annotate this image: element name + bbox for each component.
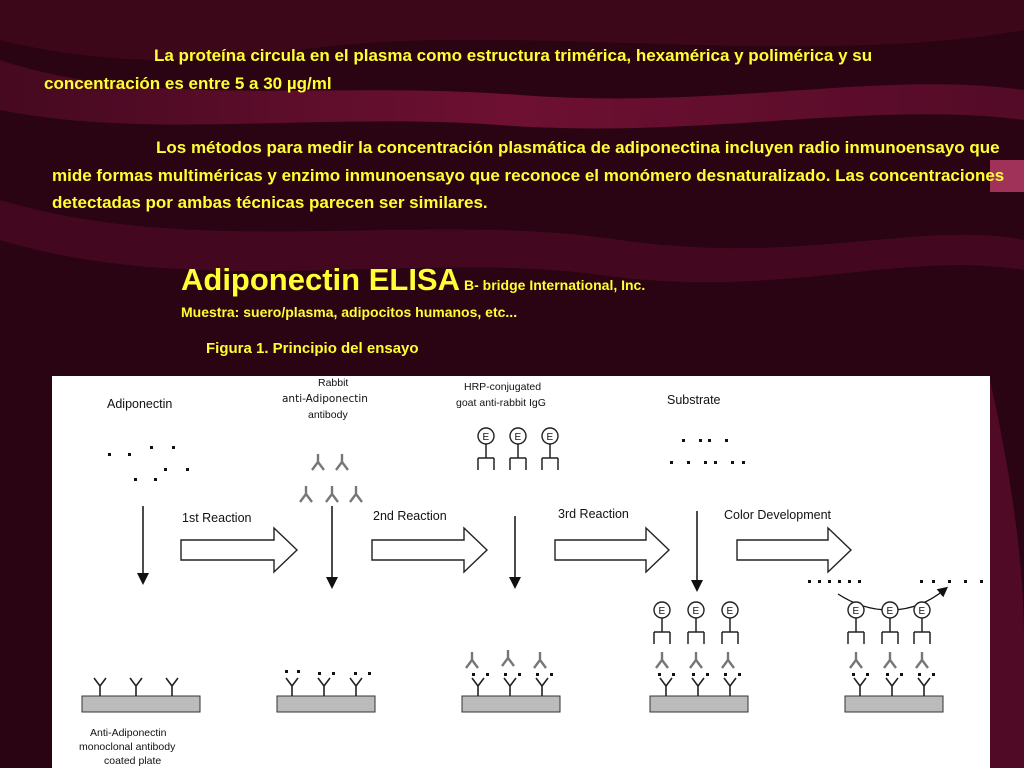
background-wave-mid (0, 200, 1024, 283)
reaction-1-label: 1st Reaction (182, 511, 252, 525)
label-rabbit-line2: anti-Adiponectin (282, 393, 368, 405)
substrate-dots (670, 439, 745, 464)
elisa-vendor: B- bridge International, Inc. (464, 277, 646, 293)
color-development-dots (808, 580, 983, 583)
label-rabbit-line1: Rabbit (318, 377, 348, 389)
elisa-title: Adiponectin ELISA (181, 262, 460, 297)
block-arrow-2 (371, 526, 489, 574)
background-wave-band (0, 60, 1024, 129)
plate-5 (844, 601, 944, 713)
block-arrow-3 (554, 526, 671, 574)
background-wave-right (990, 380, 1024, 768)
reaction-2-label: 2nd Reaction (373, 509, 447, 523)
plate-1 (81, 677, 201, 713)
block-arrow-4 (736, 526, 853, 574)
plate-3 (461, 648, 561, 713)
plate-label-line3: coated plate (104, 755, 161, 767)
paragraph-protein-structure: La proteína circula en el plasma como es… (44, 46, 873, 93)
plate-label-line1: Anti-Adiponectin (90, 727, 167, 739)
hrp-antibodies-top (477, 427, 559, 471)
label-hrp-line2: goat anti-rabbit IgG (456, 397, 546, 409)
label-rabbit-line3: antibody (308, 409, 348, 421)
background-wave-top (0, 0, 1024, 61)
block-arrow-1 (180, 526, 299, 574)
rabbit-antibodies-top (298, 452, 364, 504)
reaction-4-label: Color Development (724, 508, 832, 522)
plate-2 (276, 670, 376, 713)
background-accent-block (990, 160, 1024, 192)
reaction-block-arrows (180, 526, 853, 574)
paragraph-measurement-methods: Los métodos para medir la concentración … (52, 138, 1005, 212)
vertical-arrows (137, 506, 703, 592)
sample-types: Muestra: suero/plasma, adipocitos humano… (181, 304, 518, 320)
label-adiponectin: Adiponectin (107, 397, 172, 411)
plate-label-line2: monoclonal antibody (79, 741, 176, 753)
plate-4 (649, 601, 749, 713)
label-substrate: Substrate (667, 393, 721, 407)
label-hrp-line1: HRP-conjugated (464, 381, 541, 393)
elisa-diagram: E Adiponectin Rabbit anti-Adiponectin an… (79, 377, 983, 767)
adiponectin-dots (108, 446, 189, 481)
reaction-3-label: 3rd Reaction (558, 507, 629, 521)
elisa-principle-figure: E Adiponectin Rabbit anti-Adiponectin an… (52, 376, 990, 768)
figure-caption: Figura 1. Principio del ensayo (206, 340, 419, 357)
